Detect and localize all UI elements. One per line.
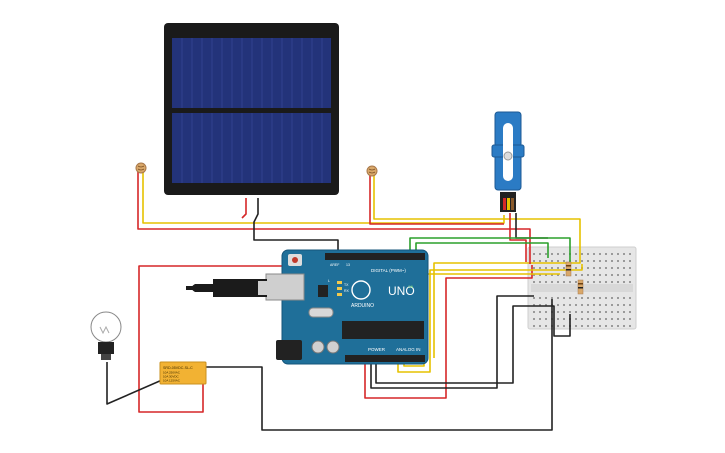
solar-panel[interactable] [164,23,339,195]
rx-label: RX [344,289,350,293]
wire-red-ldr-right [369,175,504,225]
analog-label: ANALOG IN [396,347,421,352]
wire-black-relay-lamp [106,362,163,405]
photoresistor-left[interactable] [135,162,147,174]
wire-black-servo [515,213,548,239]
wires [106,172,583,431]
board-brand: ARDUINO [351,303,374,309]
board-logo: UNO [388,284,415,298]
relay-line3: 10A 30VDC [163,375,180,379]
resistor-2[interactable] [577,279,584,295]
photoresistor-right[interactable] [366,165,378,177]
on-label: ON [408,285,414,289]
relay-line2: 10A 250VAC [163,371,181,375]
l-label: L [328,279,330,283]
wire-green-a2 [415,242,549,258]
resistor-1[interactable] [565,261,572,277]
wire-yellow-ldr-right [373,175,581,358]
wire-red-ldr-left [137,172,531,264]
wire-black-gnd2 [375,305,571,384]
wire-red-5v [364,265,533,399]
relay-line1: SRD-05VDC-SL-C [163,366,193,370]
micro-servo[interactable] [491,111,525,212]
wire-yellow-a0 [397,264,583,373]
solar-cells [181,38,323,183]
pin13-label: 13 [346,263,350,267]
power-label: POWER [368,347,386,352]
wire-black-solar [253,198,339,252]
wire-black-gnd [370,295,534,389]
tx-label: TX [344,283,349,287]
relay-module[interactable]: SRD-05VDC-SL-C 10A 250VAC 10A 30VDC 10A … [159,361,207,385]
aref-label: AREF [330,263,339,267]
wire-red-solar [241,198,247,219]
wire-red-servo [509,213,527,262]
digital-label: DIGITAL (PWM~) [371,268,406,273]
wire-yellow-a1 [403,273,560,367]
relay-line4: 10A 125VAC [163,379,181,383]
wire-black-relay-out [205,299,553,431]
wire-green-servo [409,237,571,264]
light-bulb[interactable] [90,311,122,360]
usb-cable[interactable] [186,279,268,297]
arduino-uno[interactable]: UNO ARDUINO DIGITAL (PWM~) POWER ANALOG … [265,249,429,365]
